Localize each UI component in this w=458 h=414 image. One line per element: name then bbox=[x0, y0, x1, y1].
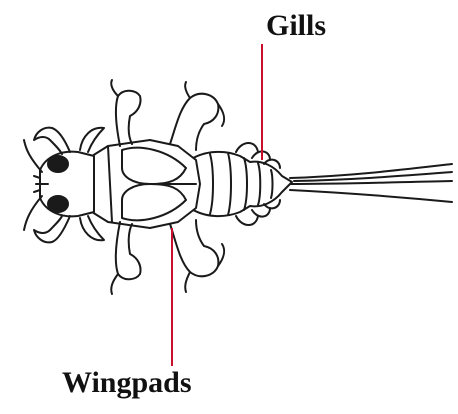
thorax-wingpads bbox=[92, 140, 200, 228]
head bbox=[34, 152, 94, 217]
compound-eye bbox=[48, 156, 68, 172]
tail-filaments bbox=[290, 164, 452, 202]
compound-eye bbox=[48, 196, 68, 212]
wingpads-label: Wingpads bbox=[62, 368, 192, 398]
gills-label: Gills bbox=[266, 11, 326, 41]
